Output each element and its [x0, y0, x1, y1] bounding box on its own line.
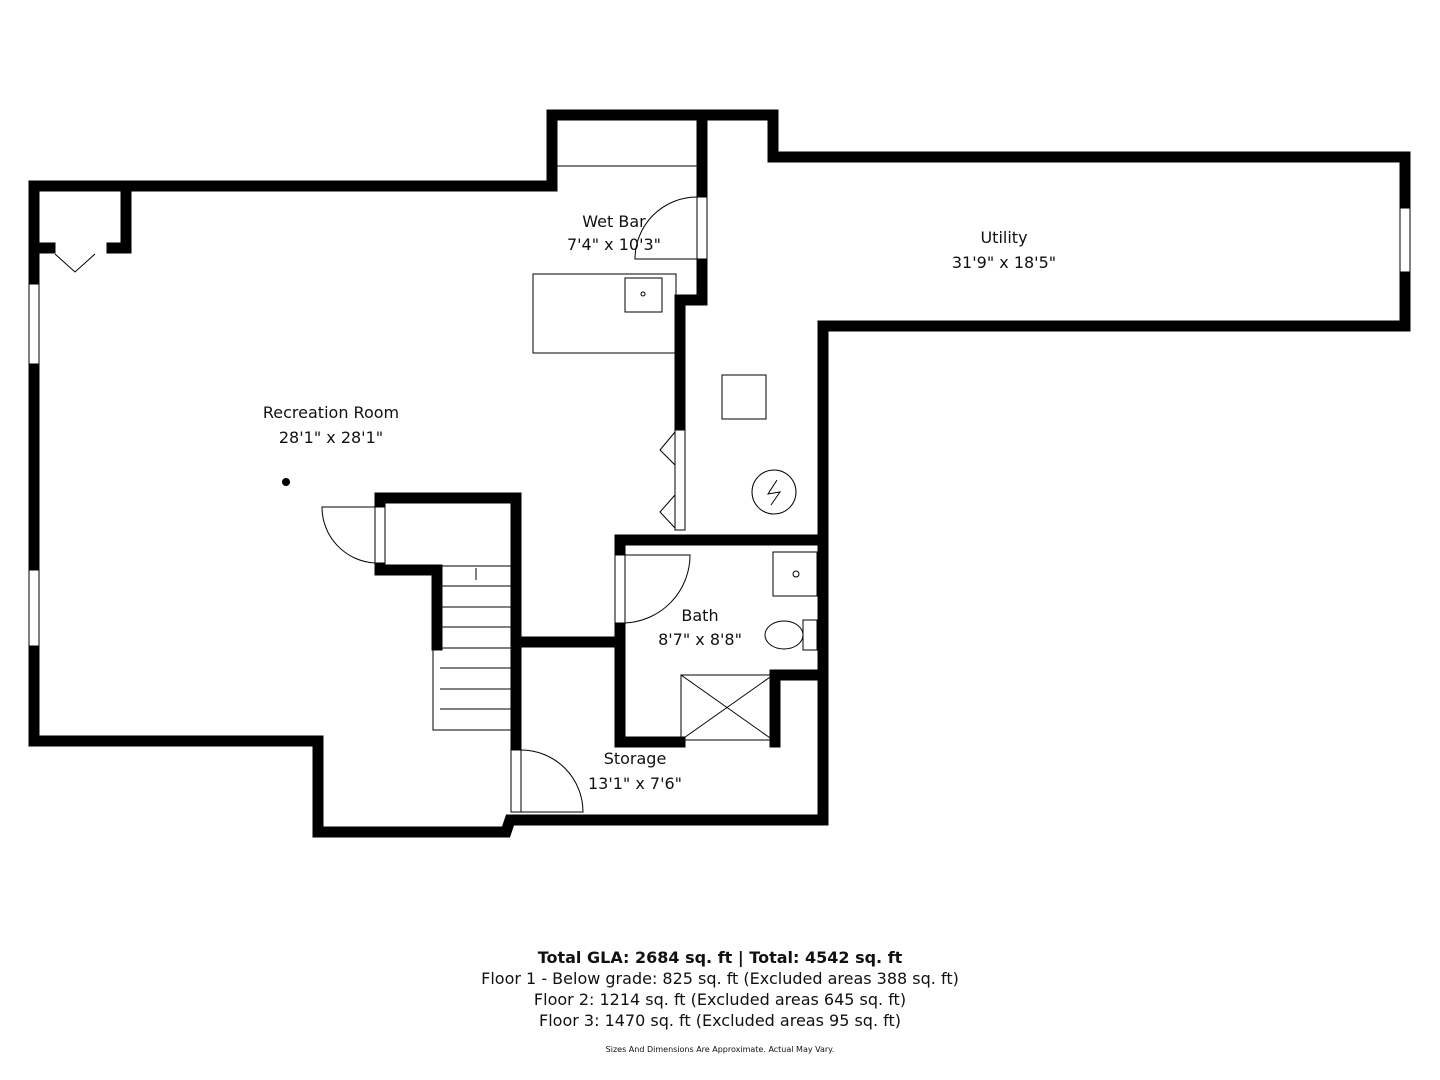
utility-box: [721, 374, 767, 420]
window: [28, 569, 40, 647]
exterior-wall: [28, 109, 1411, 838]
room-name: Bath: [681, 606, 718, 625]
bar-counter: [532, 273, 677, 354]
sink-drain: [792, 570, 800, 578]
sink-drain: [640, 291, 646, 297]
stair-wall: [374, 499, 443, 651]
room-size: 7'4" x 10'3": [567, 235, 661, 254]
shower: [680, 674, 774, 741]
door-frame: [374, 506, 386, 564]
disclaimer: Sizes And Dimensions Are Approximate. Ac…: [605, 1045, 835, 1054]
shower-wall: [769, 669, 829, 748]
floor-1-area: Floor 1 - Below grade: 825 sq. ft (Exclu…: [481, 969, 959, 988]
water-heater-icon: [766, 479, 782, 506]
door-swing: [321, 506, 376, 564]
water-heater-icon: [751, 469, 797, 515]
bar-sink: [624, 277, 663, 313]
window: [1399, 207, 1411, 273]
room-size: 31'9" x 18'5": [952, 253, 1056, 272]
door-swing: [634, 196, 698, 260]
wet-bar-wall: [674, 109, 708, 431]
room-size: 8'7" x 8'8": [658, 630, 742, 649]
toilet-bowl: [764, 620, 804, 650]
shower: [680, 674, 774, 741]
total-area: Total GLA: 2684 sq. ft | Total: 4542 sq.…: [537, 948, 903, 967]
post: [282, 478, 290, 486]
bath-sink: [772, 551, 818, 597]
toilet-tank: [802, 619, 818, 651]
room-size: 28'1" x 28'1": [279, 428, 383, 447]
room-name: Recreation Room: [263, 403, 399, 422]
door-frame: [614, 554, 626, 624]
room-name: Storage: [604, 749, 667, 768]
floor-2-area: Floor 2: 1214 sq. ft (Excluded areas 645…: [533, 990, 907, 1009]
closet-wall: [106, 180, 132, 254]
floor-3-area: Floor 3: 1470 sq. ft (Excluded areas 95 …: [539, 1011, 901, 1030]
closet-door: [54, 253, 96, 273]
door-frame: [674, 429, 686, 531]
door-frame: [510, 749, 522, 813]
window: [28, 283, 40, 365]
door-swing: [624, 554, 691, 624]
room-name: Wet Bar: [582, 212, 646, 231]
staircase: [432, 565, 514, 731]
room-size: 13'1" x 7'6": [588, 774, 682, 793]
door-swing: [520, 749, 584, 813]
bifold-door: [659, 431, 676, 529]
door-frame: [696, 196, 708, 260]
room-name: Utility: [980, 228, 1027, 247]
stair-wall: [374, 492, 522, 756]
